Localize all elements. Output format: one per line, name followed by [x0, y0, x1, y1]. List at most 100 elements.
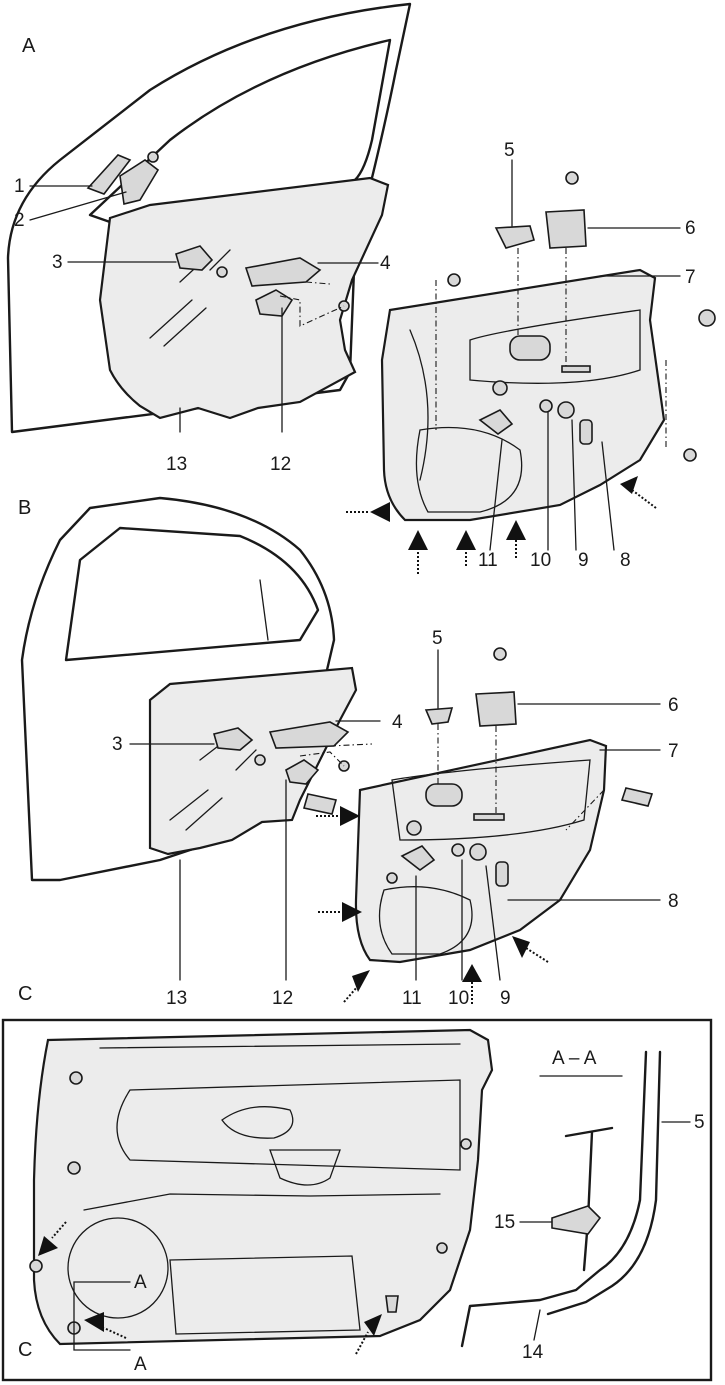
clip-7 — [698, 309, 716, 327]
label-b-12: 12 — [272, 988, 293, 1009]
screw-6-b — [493, 647, 507, 661]
bolt-7-b — [620, 787, 654, 807]
label-a-1: 1 — [14, 176, 25, 197]
lower-panel-c — [83, 1193, 441, 1335]
label-a-5: 5 — [504, 140, 515, 161]
window-divider-b — [259, 579, 269, 641]
section-title-a-a: A – A — [552, 1048, 597, 1069]
label-a-8: 8 — [620, 550, 631, 571]
switch-strip-a — [561, 365, 591, 373]
clip-c-right — [385, 1295, 399, 1313]
label-a-2: 2 — [14, 210, 25, 231]
clip-release-arrows-b — [316, 806, 549, 1004]
switch-strip-b — [473, 813, 505, 821]
label-b-3: 3 — [112, 734, 123, 755]
view-c-frame — [1, 1018, 713, 1382]
label-a-12: 12 — [270, 454, 291, 475]
inner-handle-bezel-a — [509, 335, 551, 361]
label-c-cut-bottom: A — [134, 1354, 147, 1375]
screw-top-a — [447, 273, 461, 287]
washer-10-b — [451, 843, 465, 857]
label-a-9: 9 — [578, 550, 589, 571]
trim-contour-c — [99, 1043, 461, 1171]
screw-6 — [565, 171, 579, 185]
inner-handle-recess-c — [221, 1106, 294, 1139]
window-opening-b — [64, 526, 320, 662]
section-cut-line-c — [73, 1281, 131, 1351]
handle-bracket-1 — [86, 154, 132, 195]
leader-lines-c — [519, 1121, 691, 1341]
label-a-13: 13 — [166, 454, 187, 475]
cap-9-b — [469, 843, 487, 861]
handle-11-b — [400, 845, 436, 871]
washer-10 — [539, 399, 553, 413]
hole-c-4 — [436, 1242, 448, 1254]
inner-handle-3 — [175, 245, 214, 271]
hole-c-2 — [67, 1161, 81, 1175]
section-label-b: B — [18, 497, 31, 519]
lock-knob-8-b — [495, 861, 509, 887]
label-b-10: 10 — [448, 988, 469, 1009]
leader-lines-a-left — [29, 185, 379, 433]
speaker-grille-c — [67, 1217, 169, 1319]
door-inner-panel-a — [98, 176, 390, 420]
label-a-4: 4 — [380, 253, 391, 274]
label-b-8: 8 — [668, 891, 679, 912]
label-b-11: 11 — [402, 988, 422, 1009]
label-b-5: 5 — [432, 628, 443, 649]
label-b-4: 4 — [392, 712, 403, 733]
pull-handle-4-b — [268, 721, 350, 749]
handle-11 — [478, 409, 514, 435]
hole-c-1 — [69, 1071, 83, 1085]
label-a-6: 6 — [685, 218, 696, 239]
label-a-3: 3 — [52, 252, 63, 273]
clip-cover-6-b — [475, 691, 517, 727]
assembly-line-a-right — [435, 248, 667, 450]
clip-release-arrows-c — [38, 1221, 382, 1355]
label-a-7: 7 — [685, 267, 696, 288]
bolt-b — [302, 793, 338, 815]
clip-b — [406, 820, 422, 836]
section-door-sheet — [564, 1126, 614, 1272]
leader-lines-a-right — [489, 159, 681, 551]
door-trim-panel-a — [380, 268, 666, 522]
inner-handle-3-b — [213, 727, 254, 751]
leader-lines-b-right — [415, 649, 661, 981]
label-a-10: 10 — [530, 550, 551, 571]
pull-handle-4 — [244, 257, 322, 287]
inner-handle-bezel-b — [425, 783, 463, 807]
label-c-15: 15 — [494, 1212, 515, 1233]
door-inner-panel-b — [148, 666, 358, 856]
screw-8 — [683, 448, 697, 462]
clip-release-arrows-a — [346, 476, 657, 574]
screw-1 — [147, 151, 159, 163]
section-label-c-top: C — [18, 983, 32, 1005]
screw-b — [386, 872, 398, 884]
clip-5 — [494, 225, 535, 249]
section-label-a: A — [22, 35, 36, 57]
lock-knob-8 — [579, 419, 593, 445]
label-c-14: 14 — [522, 1342, 544, 1363]
glass-reflection-a — [149, 249, 231, 347]
pull-cup-c — [269, 1149, 341, 1186]
view-c: A A C A – A 15 5 14 — [1, 1018, 713, 1382]
clip-c-left — [29, 1259, 43, 1273]
armrest-pocket-b — [378, 886, 473, 955]
glass-reflection-b — [169, 739, 257, 831]
rear-door-frame-b — [20, 496, 336, 882]
label-b-6: 6 — [668, 695, 679, 716]
assembly-line-b — [299, 743, 373, 767]
clip-5-b — [424, 707, 454, 725]
label-c-5: 5 — [694, 1112, 705, 1133]
label-c-cut-top: A — [134, 1272, 147, 1293]
screw-3-b — [254, 754, 266, 766]
armrest-pocket-a — [415, 426, 523, 513]
hole-c-3 — [460, 1138, 472, 1150]
view-a: A 1 2 3 4 13 12 — [6, 2, 716, 574]
view-b: B 3 4 13 12 5 6 7 — [18, 496, 679, 1009]
cap-9 — [557, 401, 575, 419]
trim-contour-a — [409, 309, 641, 481]
assembly-line-b-right — [437, 724, 605, 831]
section-label-c: C — [18, 1339, 32, 1361]
